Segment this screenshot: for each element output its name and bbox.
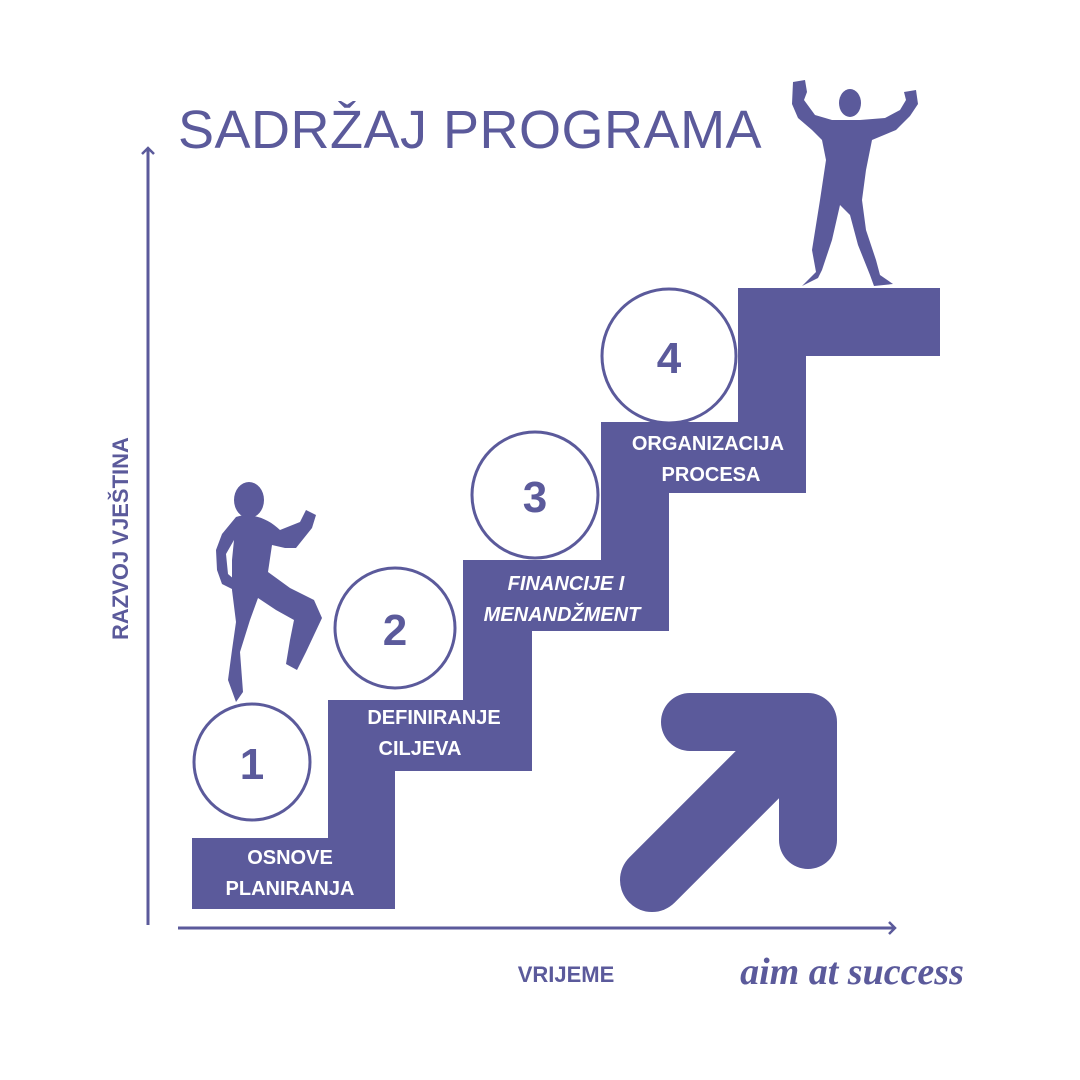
step-2-label-line-1: DEFINIRANJE: [367, 707, 500, 729]
step-3-circle: [470, 430, 600, 560]
diagonal-arrow-icon: [620, 693, 837, 912]
running-person-icon: [216, 482, 322, 702]
step-4-circle: [600, 287, 738, 425]
step-4-label-line-1: ORGANIZACIJA: [632, 433, 784, 455]
step-4-label-line-2: PROCESA: [662, 464, 761, 486]
step-3-label-line-1: FINANCIJE I: [508, 573, 625, 595]
riser-3: [601, 422, 669, 631]
staircase: [192, 288, 940, 909]
riser-4: [738, 288, 806, 493]
step-2-label-line-2: CILJEVA: [379, 738, 462, 760]
step-4-number: 4: [657, 334, 682, 383]
y-axis-label: RAZVOJ VJEŠTINA: [108, 437, 133, 640]
step-2-number: 2: [383, 606, 407, 655]
step-3-number: 3: [523, 473, 547, 522]
page-title: SADRŽAJ PROGRAMA: [178, 100, 762, 160]
celebrating-person-icon: [792, 80, 918, 286]
riser-2: [463, 560, 532, 771]
step-1-label-line-2: PLANIRANJA: [226, 878, 355, 900]
step-2-circle: [333, 566, 457, 690]
tagline: aim at success: [740, 951, 964, 993]
step-1-number: 1: [240, 740, 264, 789]
riser-1: [328, 700, 395, 909]
step-1-circle: [192, 702, 312, 822]
step-3-label-line-2: MENANDŽMENT: [484, 602, 642, 626]
step-1-label-line-1: OSNOVE: [247, 847, 333, 869]
x-axis-label: VRIJEME: [518, 962, 615, 987]
